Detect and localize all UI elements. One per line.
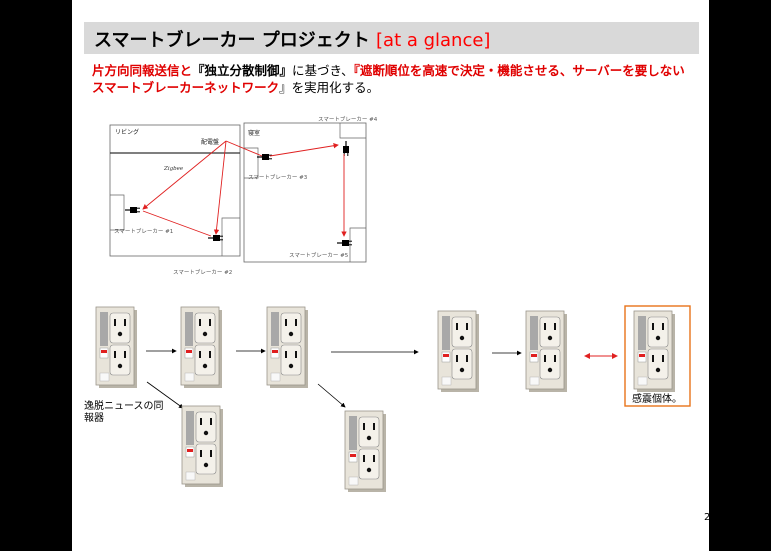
- caption-seismic: 感震個体。: [632, 394, 682, 405]
- title-accent: [at a glance]: [376, 30, 491, 51]
- living-room: [109, 124, 241, 257]
- subtitle-red-3: スマートブレーカーネットワーク: [92, 80, 280, 95]
- outlet-icon: [180, 306, 222, 388]
- subtitle: 片方向同報送信と『独立分散制御』に基づき、『遮断順位を高速で決定・機能させる、サ…: [92, 62, 692, 96]
- breaker-4-label: スマートブレーカー #4: [318, 117, 378, 123]
- outlet-icon: [437, 310, 479, 392]
- highlight-frame: [624, 305, 691, 407]
- subtitle-black-1: 『独立分散制御』: [192, 63, 293, 78]
- slide: スマートブレーカー プロジェクト [at a glance] 片方向同報送信と『…: [72, 0, 709, 551]
- bedroom-label: 寝室: [248, 130, 261, 137]
- outlet-icon: [525, 310, 567, 392]
- outlet-icon: [95, 306, 137, 388]
- breaker-5-label: スマートブレーカー #5: [289, 253, 349, 259]
- outlet-icon: [633, 310, 675, 392]
- caption-broadcaster: 逸脱ニュースの同 報器: [84, 401, 164, 424]
- panel-label: 配電盤: [201, 139, 220, 146]
- plug-icon: [124, 206, 141, 214]
- subtitle-normal-1: に基づき、: [292, 63, 354, 78]
- title-main: スマートブレーカー プロジェクト: [94, 30, 370, 51]
- plug-icon: [342, 140, 350, 157]
- flow-arrows: [146, 348, 522, 409]
- outlet-icon: [266, 306, 308, 388]
- outlet-group: [95, 306, 675, 492]
- breaker-1-label: スマートブレーカー #1: [114, 229, 174, 235]
- subtitle-normal-2: 』を実用化する。: [279, 80, 380, 95]
- subtitle-red-2: 『遮断順位を高速で決定・機能させる、サーバーを要しない: [353, 63, 685, 78]
- breaker-2-label: スマートブレーカー #2: [173, 270, 233, 276]
- page-number: 2: [704, 512, 711, 523]
- bedroom: [243, 122, 367, 263]
- subtitle-red-1: 片方向同報送信と: [92, 63, 193, 78]
- title-bar: スマートブレーカー プロジェクト [at a glance]: [84, 22, 699, 54]
- breaker-3-label: スマートブレーカー #3: [248, 175, 308, 181]
- zigbee-links: [142, 140, 347, 237]
- outlet-icon: [181, 405, 223, 487]
- page-title: スマートブレーカー プロジェクト [at a glance]: [94, 26, 490, 52]
- living-label: リビング: [115, 129, 140, 136]
- zigbee-label: Zigbee: [164, 166, 184, 172]
- outlet-icon: [344, 410, 386, 492]
